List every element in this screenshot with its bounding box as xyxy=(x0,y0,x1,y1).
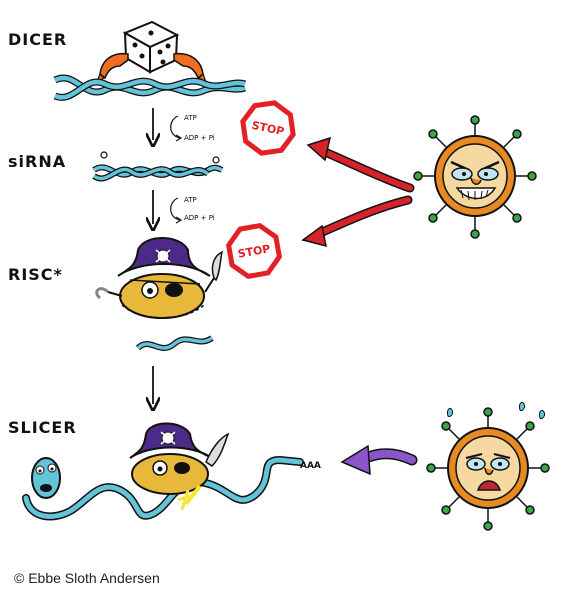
angry-virus-icon xyxy=(413,115,537,239)
svg-text:STOP: STOP xyxy=(237,242,272,261)
mrna-snake-head-icon xyxy=(31,457,61,499)
mrna-snake xyxy=(22,455,304,521)
label-dicer: DICER xyxy=(8,30,68,49)
svg-text:ATP: ATP xyxy=(184,196,197,204)
sirna-helix xyxy=(92,151,224,182)
slicer-pirate-icon xyxy=(129,422,230,511)
dsrna-long-helix xyxy=(53,74,247,101)
worried-virus-icon xyxy=(426,407,550,531)
guide-rna-strand xyxy=(135,335,214,351)
reaction-atp-adp-1: ATP ADP + Pi xyxy=(170,114,215,142)
dicer-claw-right-icon xyxy=(173,52,208,84)
red-arrow-to-stop2-icon xyxy=(301,195,413,248)
red-arrow-to-stop1-icon xyxy=(306,136,415,193)
label-slicer: SLICER xyxy=(8,418,77,437)
poly-a-tail: AAA xyxy=(300,461,321,471)
sweat-drops-icon xyxy=(447,401,545,419)
label-risc: RISC* xyxy=(8,265,63,284)
stop-sign-1-icon: STOP xyxy=(240,100,296,156)
stop-sign-2-icon: STOP xyxy=(225,222,283,280)
label-sirna: siRNA xyxy=(8,152,67,171)
copyright-credit: © Ebbe Sloth Andersen xyxy=(14,570,160,586)
svg-text:ADP + Pi: ADP + Pi xyxy=(184,134,215,142)
risc-pirate-icon xyxy=(95,237,224,319)
svg-text:ATP: ATP xyxy=(184,114,197,122)
purple-arrow-icon xyxy=(340,444,418,476)
svg-text:ADP + Pi: ADP + Pi xyxy=(184,214,215,222)
reaction-atp-adp-2: ATP ADP + Pi xyxy=(170,196,215,224)
dicer-dice-icon xyxy=(122,20,180,74)
dicer-claw-left-icon xyxy=(95,52,129,84)
